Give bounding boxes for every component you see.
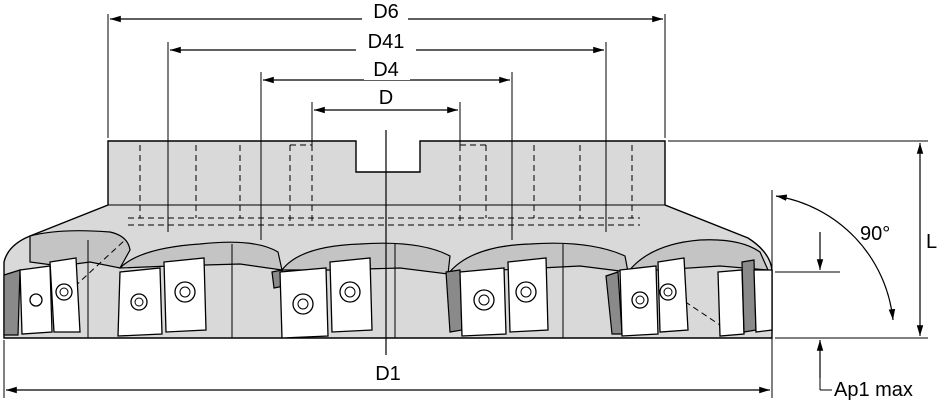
dim-d41: D41 — [167, 30, 607, 232]
label-d1: D1 — [375, 363, 401, 385]
label-length: L — [926, 231, 937, 253]
insert-5 — [605, 257, 689, 337]
label-angle: 90° — [860, 223, 890, 245]
insert-2 — [117, 257, 207, 337]
dim-d6: D6 — [107, 1, 666, 138]
dim-d4: D4 — [260, 58, 513, 240]
insert-3 — [271, 257, 373, 339]
dim-d1: D1 — [3, 340, 773, 398]
label-d6: D6 — [373, 1, 399, 23]
dim-angle: 90° — [771, 190, 896, 340]
dim-ap1max: Ap1 max — [775, 232, 913, 401]
dim-length: L — [668, 140, 937, 339]
label-d: D — [379, 87, 393, 109]
label-d4: D4 — [373, 59, 399, 81]
insert-6 — [717, 259, 773, 337]
insert-1 — [3, 257, 81, 336]
label-d41: D41 — [368, 31, 405, 53]
dim-d: D — [311, 86, 461, 145]
insert-4 — [445, 257, 549, 337]
label-ap1max: Ap1 max — [834, 379, 913, 401]
